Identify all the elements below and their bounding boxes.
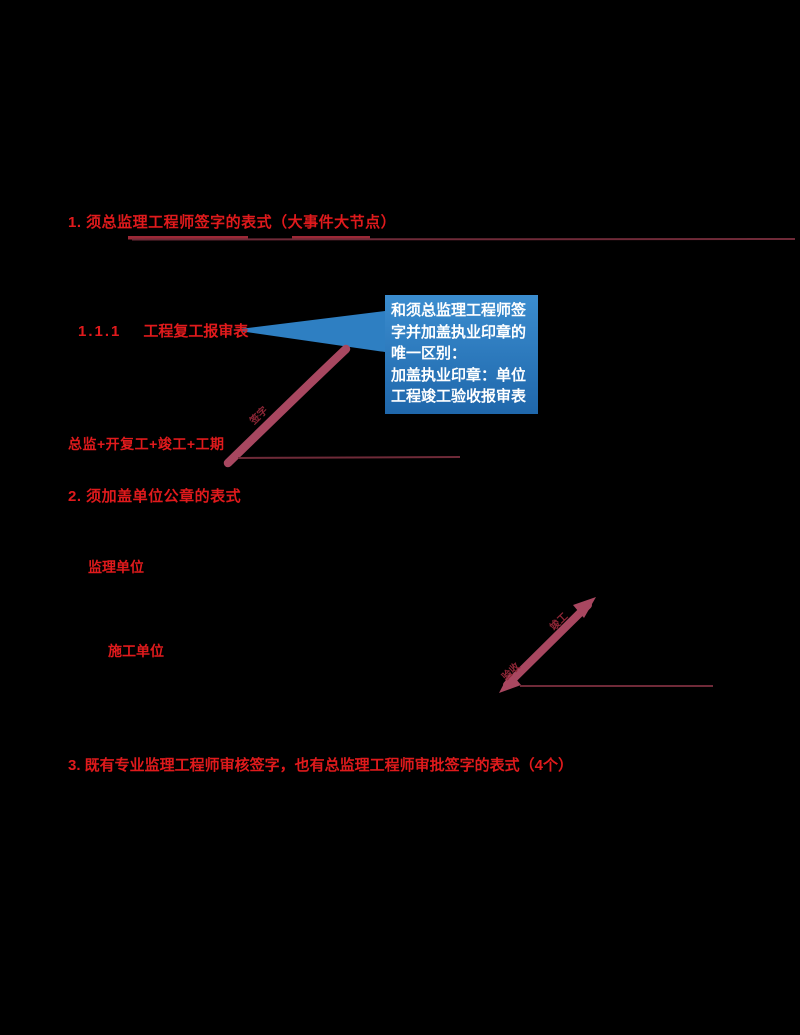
callout-box: 和须总监理工程师签字并加盖执业印章的唯一区别： 加盖执业印章：单位工程竣工验收报… (385, 295, 538, 414)
mnemonic-rule-line (237, 456, 461, 459)
unit-item-supervision: 监理单位 (88, 559, 144, 575)
heading-2: 2. 须加盖单位公章的表式 (68, 488, 242, 505)
sub-heading-number: 1.1.1 (78, 323, 122, 340)
diagonal-stroke-a (223, 344, 351, 468)
mnemonic-text: 总监+开复工+竣工+工期 (68, 436, 225, 452)
heading1-underline-mark-2 (292, 236, 370, 240)
heading1-underline-mark-1 (128, 236, 248, 240)
stroke-b-arrowhead-bottom (499, 672, 521, 693)
sub-heading-row: 1.1.1 工程复工报审表 (78, 320, 248, 341)
sub-heading-title: 工程复工报审表 (143, 323, 249, 340)
unit-item-construction: 施工单位 (108, 643, 164, 659)
diagonal-stroke-b (503, 601, 592, 689)
heading1-rule-line (131, 238, 796, 241)
heading-1: 1. 须总监理工程师签字的表式（大事件大节点） (68, 214, 397, 231)
callout-pointer (232, 311, 385, 352)
heading-3: 3. 既有专业监理工程师审核签字，也有总监理工程师审批签字的表式（4个） (68, 757, 574, 774)
stroke-b-arrowhead-top (573, 597, 596, 618)
